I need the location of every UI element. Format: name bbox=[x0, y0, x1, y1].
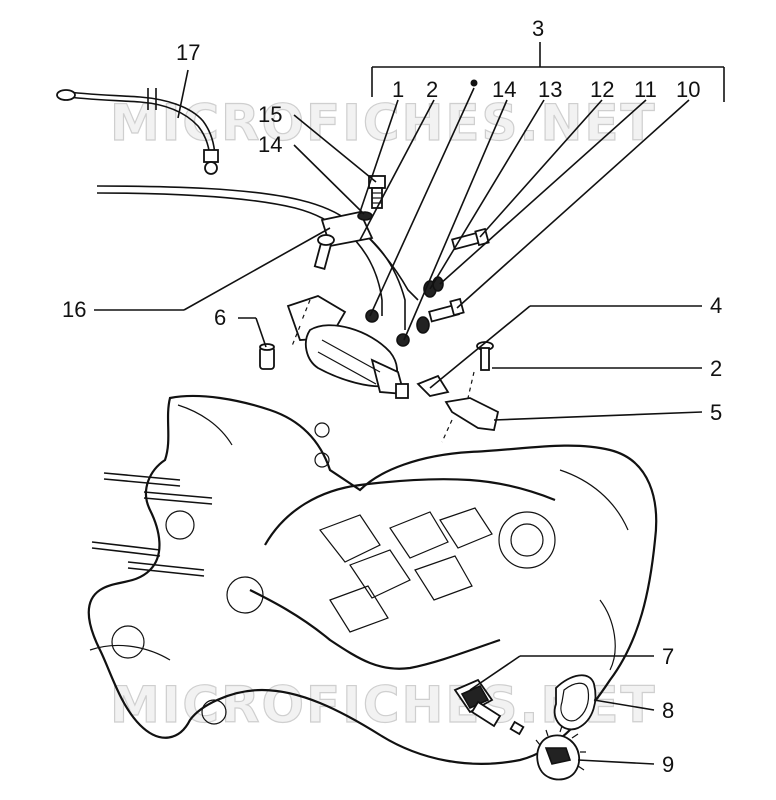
callout-2-right: 2 bbox=[710, 356, 722, 381]
callout-10: 10 bbox=[676, 77, 700, 102]
callout-16: 16 bbox=[62, 297, 86, 322]
callout-2-top: 2 bbox=[426, 77, 438, 102]
callout-6: 6 bbox=[214, 305, 226, 330]
sleeve-6 bbox=[259, 343, 275, 370]
callout-15: 15 bbox=[258, 102, 282, 127]
callout-8: 8 bbox=[662, 698, 674, 723]
sensor-7 bbox=[453, 678, 525, 736]
leader-lines bbox=[94, 87, 703, 765]
gear-9 bbox=[535, 725, 586, 781]
callout-13: 13 bbox=[538, 77, 562, 102]
terminal-fasteners bbox=[416, 227, 490, 334]
callout-11: 11 bbox=[634, 77, 657, 102]
callout-7: 7 bbox=[662, 644, 674, 669]
callout-1: 1 bbox=[392, 77, 404, 102]
washer-14-left bbox=[357, 211, 373, 221]
wire-harness bbox=[96, 185, 419, 347]
callout-9: 9 bbox=[662, 752, 674, 777]
callout-14-left: 14 bbox=[258, 132, 282, 157]
screw-2 bbox=[476, 341, 494, 371]
ground-cable bbox=[56, 69, 219, 175]
group-3-bracket bbox=[371, 42, 725, 102]
starter-bolt-left bbox=[313, 234, 335, 270]
plate-5 bbox=[444, 397, 500, 431]
callout-5: 5 bbox=[710, 400, 722, 425]
watermark-top: MICROFICHES.NET bbox=[110, 94, 657, 152]
starter-motor bbox=[286, 295, 409, 399]
gasket-8 bbox=[553, 674, 597, 731]
callout-3: 3 bbox=[532, 16, 544, 41]
callout-12: 12 bbox=[590, 77, 614, 102]
engine-crankcase bbox=[87, 394, 658, 765]
callout-17: 17 bbox=[176, 40, 200, 65]
callout-14-top: 14 bbox=[492, 77, 516, 102]
studs bbox=[91, 472, 213, 577]
callout-4: 4 bbox=[710, 293, 722, 318]
